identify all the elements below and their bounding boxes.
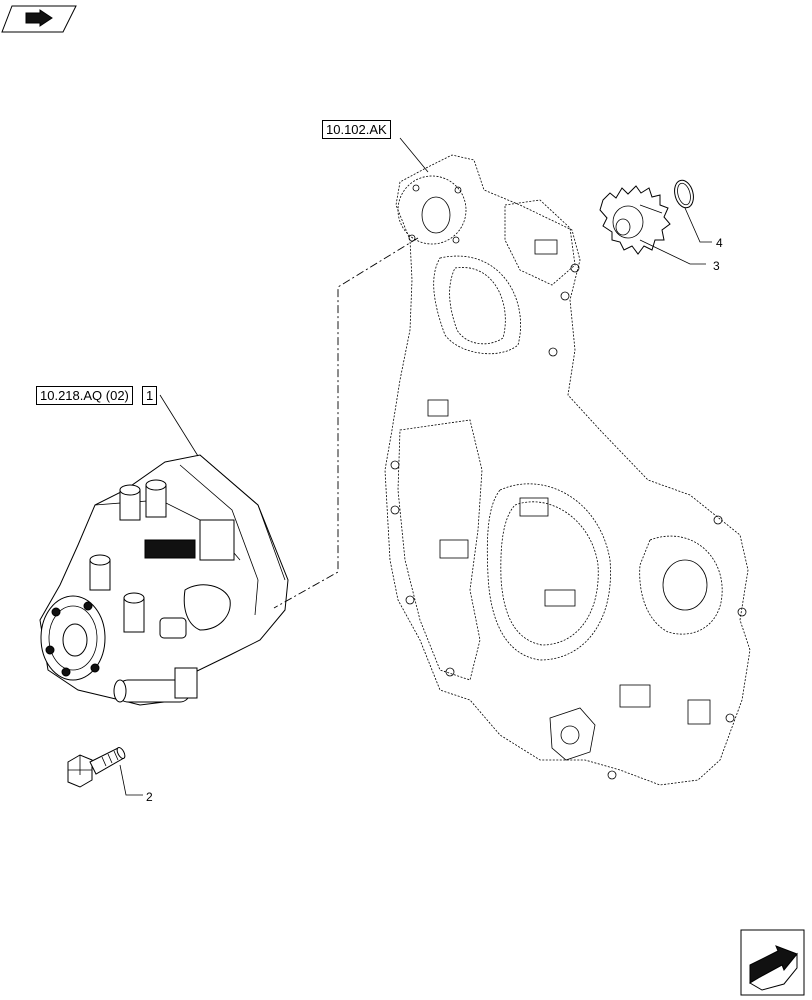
next-page-arrow-icon[interactable]: [740, 929, 805, 996]
item-label-1: 1: [142, 386, 158, 405]
gear-part: [599, 185, 671, 255]
callout-2: 2: [146, 790, 153, 804]
bolt-part: [67, 747, 126, 788]
callout-4: 4: [716, 236, 723, 250]
leader-lines: [119, 137, 712, 796]
fuel-injection-pump: [39, 454, 289, 706]
ref-label-pump[interactable]: 10.218.AQ (02): [36, 386, 133, 405]
ref-label-housing[interactable]: 10.102.AK: [322, 120, 391, 139]
book-arrow-icon[interactable]: [1, 5, 77, 33]
callout-3: 3: [713, 259, 720, 273]
snap-ring-part: [674, 179, 694, 209]
gear-housing: [384, 154, 751, 786]
